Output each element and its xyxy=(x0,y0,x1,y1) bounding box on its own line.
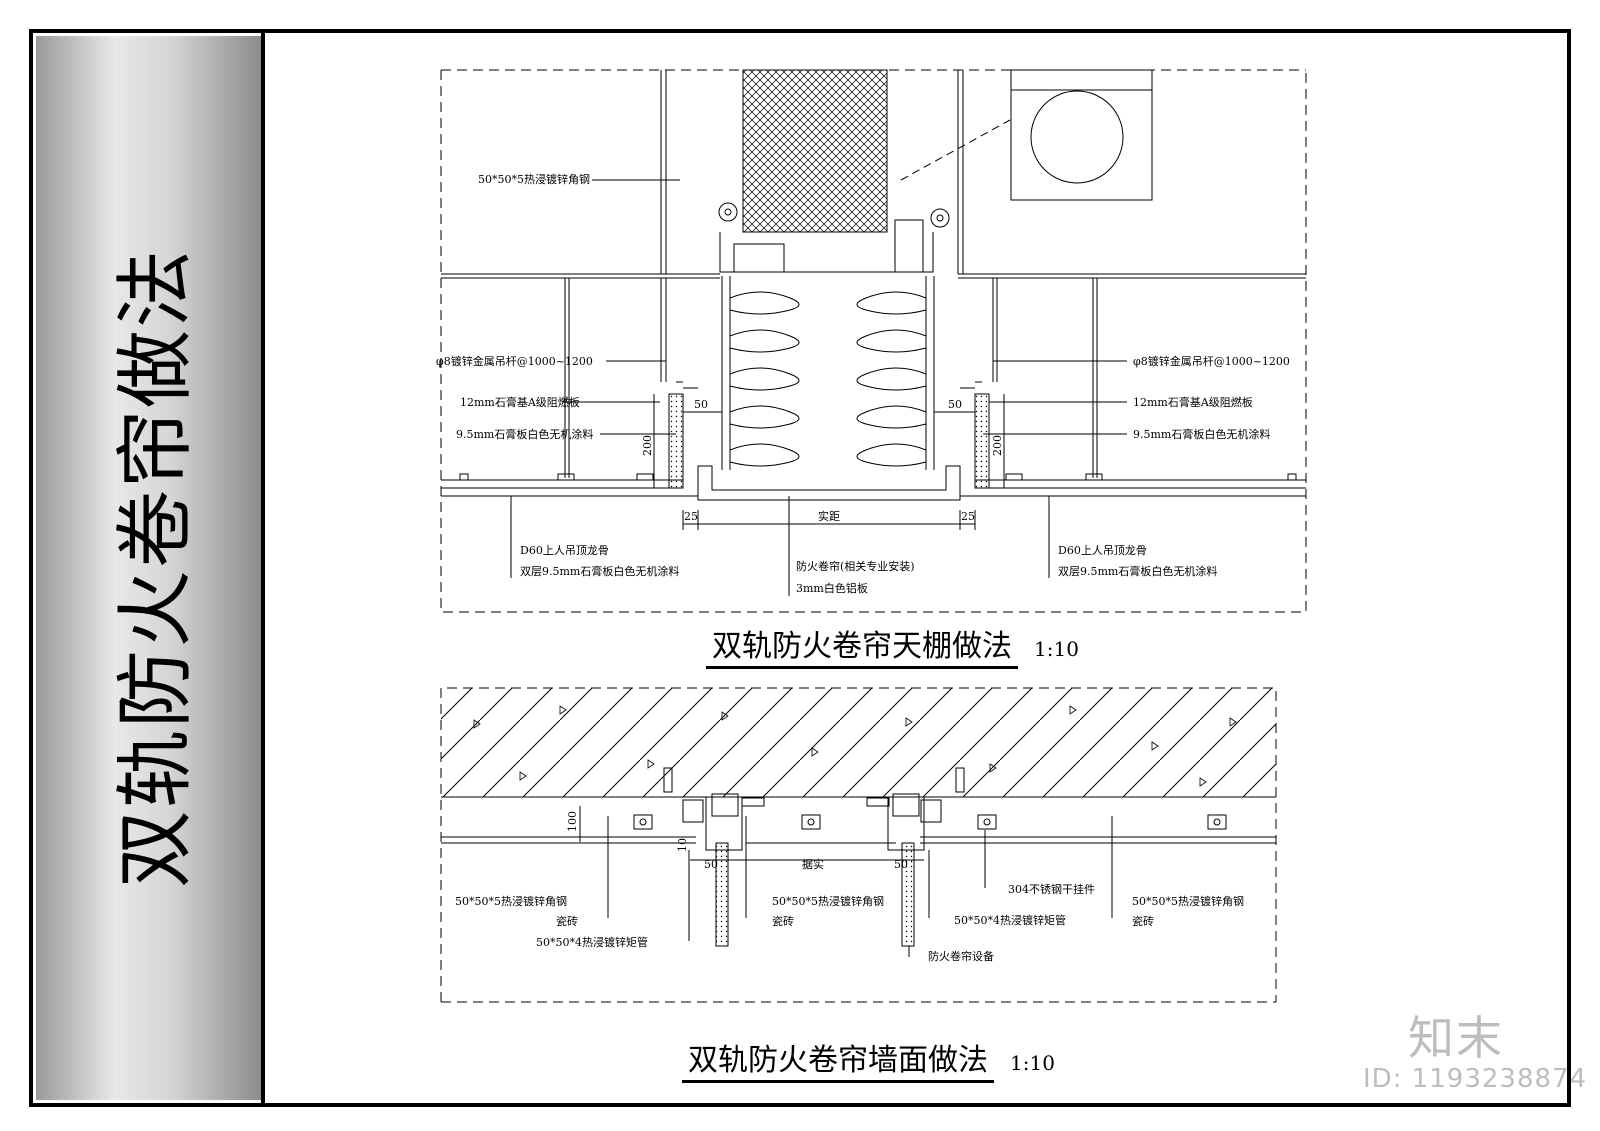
dim-50-right: 50 xyxy=(948,398,962,411)
label-keel-left: D60上人吊顶龙骨 xyxy=(520,544,609,557)
label-board12-right: 12mm石膏基A级阻燃板 xyxy=(1133,395,1253,409)
ceiling-title: 双轨防火卷帘天棚做法 xyxy=(706,629,1018,669)
dim-50-left: 50 xyxy=(694,398,708,411)
wall-hatch-triangles xyxy=(473,705,1237,787)
label-angle-right: 50*50*5热浸镀锌角钢 xyxy=(1132,894,1244,908)
wall-scale: 1:10 xyxy=(1010,1051,1055,1075)
wall-dim-10: 10 xyxy=(676,838,689,852)
wall-dim-50-left: 50 xyxy=(704,858,718,871)
label-rod-right: φ8镀锌金属吊杆@1000~1200 xyxy=(1133,354,1290,368)
wall-labels: 50*50*5热浸镀锌角钢 瓷砖 50*50*4热浸镀锌矩管 50*50*5热浸… xyxy=(455,811,1244,963)
ceiling-scale: 1:10 xyxy=(1034,637,1079,661)
watermark-logo: 知末 xyxy=(1408,1011,1504,1065)
label-angle-mid: 50*50*5热浸镀锌角钢 xyxy=(772,894,884,908)
wall-dim-50-right: 50 xyxy=(894,858,908,871)
label-tube-mid: 50*50*4热浸镀锌矩管 xyxy=(954,913,1066,927)
label-rod-left: φ8镀锌金属吊杆@1000~1200 xyxy=(436,354,593,368)
watermark-id: ID: 1193238874 xyxy=(1363,1064,1588,1094)
label-curtain: 防火卷帘(相关专业安装) xyxy=(796,559,915,573)
ceiling-caption: 双轨防火卷帘天棚做法 1:10 xyxy=(706,621,1079,669)
label-device: 防火卷帘设备 xyxy=(928,949,994,963)
wall-detail xyxy=(440,687,1277,1003)
wall-caption: 双轨防火卷帘墙面做法 1:10 xyxy=(682,1035,1055,1083)
dim-25-right: 25 xyxy=(961,510,975,523)
label-board95-left: 9.5mm石膏板白色无机涂料 xyxy=(456,427,593,441)
side-title-panel: 双轨防火卷帘做法 xyxy=(36,36,261,1100)
label-tile-left: 瓷砖 xyxy=(556,914,578,928)
wall-title: 双轨防火卷帘墙面做法 xyxy=(682,1043,994,1083)
ceiling-detail xyxy=(440,69,1307,613)
label-double-right: 双层9.5mm石膏板白色无机涂料 xyxy=(1058,564,1217,578)
label-board95-right: 9.5mm石膏板白色无机涂料 xyxy=(1133,427,1270,441)
label-tile-right: 瓷砖 xyxy=(1132,914,1154,928)
curtain-folds xyxy=(729,291,927,467)
label-tile-mid: 瓷砖 xyxy=(772,914,794,928)
label-keel-right: D60上人吊顶龙骨 xyxy=(1058,544,1147,557)
label-double-left: 双层9.5mm石膏板白色无机涂料 xyxy=(520,564,679,578)
label-alu: 3mm白色铝板 xyxy=(796,581,868,595)
dim-200-left: 200 xyxy=(641,435,654,456)
label-hanger: 304不锈钢干挂件 xyxy=(1008,882,1095,896)
wall-dim-100: 100 xyxy=(566,811,579,832)
sheet-frame xyxy=(29,29,1571,1107)
label-angle-left: 50*50*5热浸镀锌角钢 xyxy=(455,894,567,908)
wall-hanger-clips xyxy=(633,767,1227,830)
label-angle-steel: 50*50*5热浸镀锌角钢 xyxy=(478,172,590,186)
dim-span: 实距 xyxy=(818,509,840,523)
dim-200-right: 200 xyxy=(991,435,1004,456)
label-tube-left: 50*50*4热浸镀锌矩管 xyxy=(536,935,648,949)
dim-25-left: 25 xyxy=(684,510,698,523)
label-board12-left: 12mm石膏基A级阻燃板 xyxy=(460,395,580,409)
wall-dim-span: 据实 xyxy=(802,857,824,871)
